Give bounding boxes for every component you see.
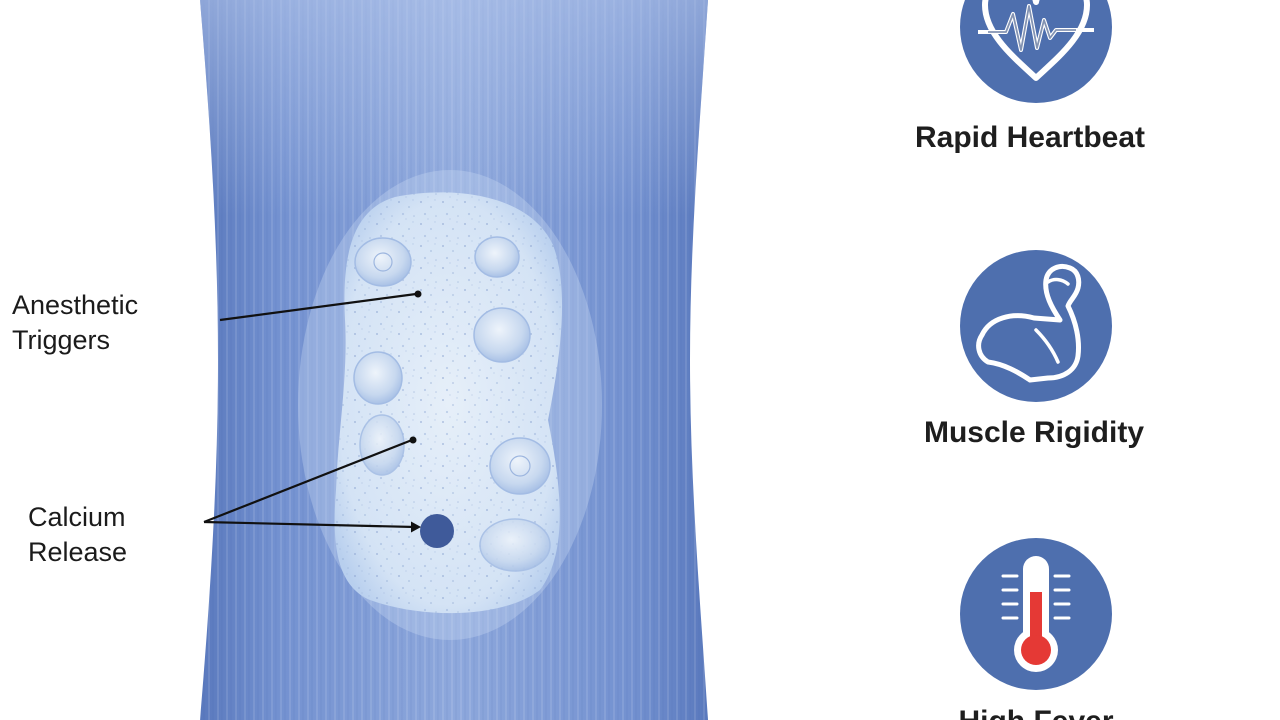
organelle-vesicles <box>353 236 551 572</box>
symptom-icon-heartbeat <box>960 0 1112 103</box>
high-fever-label: High Fever <box>856 704 1216 720</box>
calcium-callout-line-upper <box>203 438 413 524</box>
anesthetic-pointer-dot <box>414 290 422 298</box>
anesthetic-label-line1: Anesthetic <box>12 290 139 320</box>
calcium-callout-line-lower <box>203 520 416 529</box>
symptom-icon-flexed-arm <box>960 250 1112 402</box>
anesthetic-triggers-label: Anesthetic Triggers <box>12 288 138 358</box>
muscle-rigidity-label: Muscle Rigidity <box>923 416 1145 449</box>
calcium-label-line2: Release <box>28 537 128 567</box>
muscle-cell-interior <box>298 170 602 640</box>
calcium-pointer-dot <box>409 436 417 444</box>
calcium-label-line1: Calcium <box>28 502 126 532</box>
rapid-heartbeat-label: Rapid Heartbeat <box>914 121 1146 154</box>
calcium-arrow-head <box>411 521 421 533</box>
symptom-icon-thermometer <box>960 538 1112 690</box>
calcium-ion-dot <box>420 514 454 548</box>
anesthetic-label-line2: Triggers <box>12 325 111 355</box>
callout-lines <box>203 290 422 533</box>
calcium-release-label: Calcium Release <box>28 500 127 570</box>
anesthetic-callout-line <box>219 292 417 322</box>
